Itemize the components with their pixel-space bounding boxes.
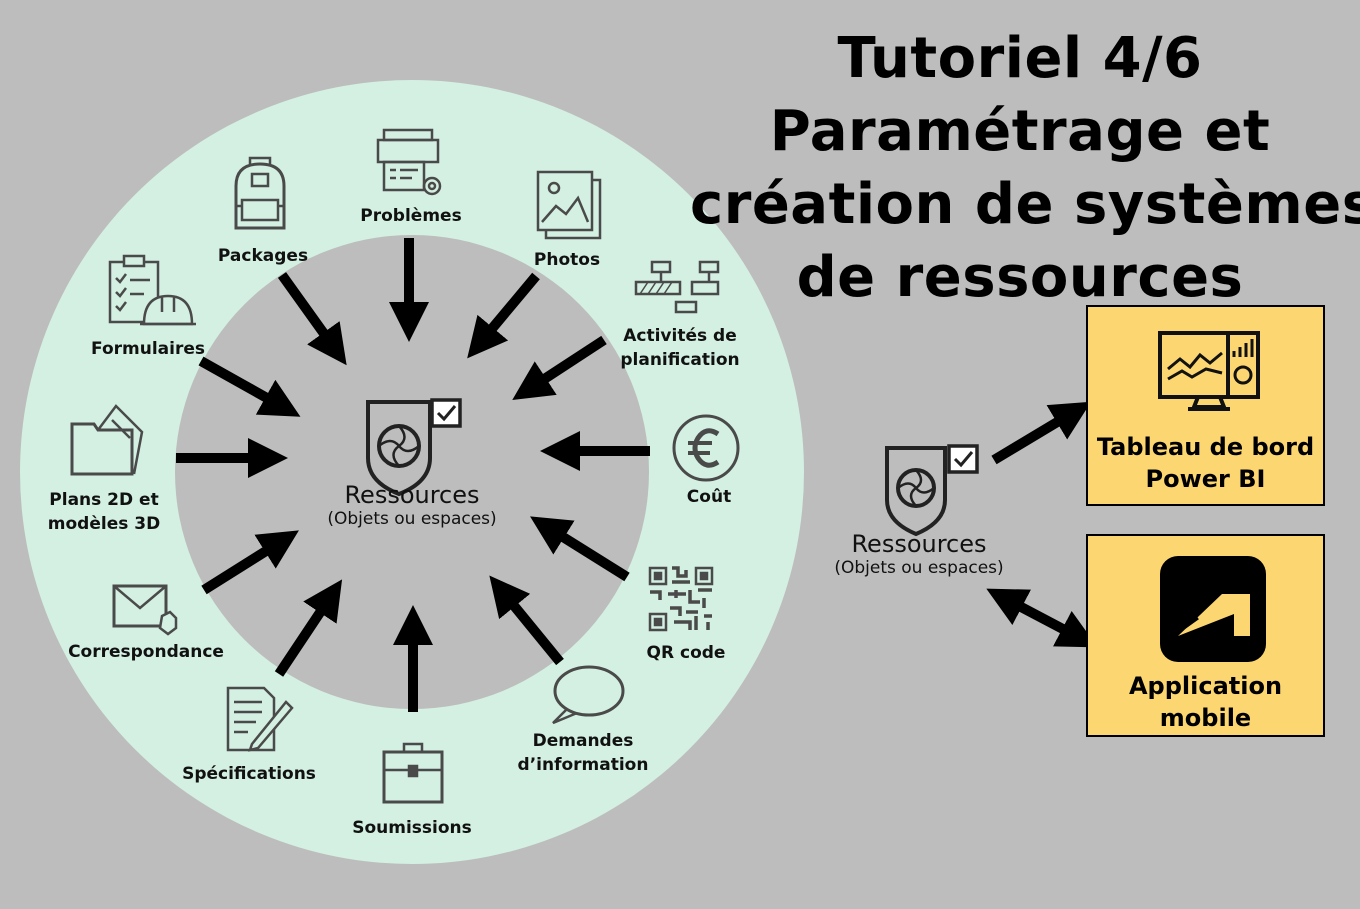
- photos-icon: [536, 170, 602, 240]
- label-plans-line-1: Plans 2D et: [49, 490, 159, 510]
- title-line-2: Paramétrage et: [769, 99, 1271, 164]
- label-activites: Activités de planification: [620, 324, 739, 372]
- label-plans-line-2: modèles 3D: [47, 514, 161, 534]
- dashboard-label-line-2: Power BI: [1145, 465, 1266, 493]
- schedule-gantt-icon: [634, 260, 720, 314]
- arrow-correspondance: [201, 530, 299, 595]
- arrow-qr: [530, 516, 630, 582]
- label-activites-line-1: Activités de: [623, 326, 737, 346]
- hub-title: Ressources: [344, 481, 480, 509]
- backpack-icon: [234, 156, 286, 230]
- arrow-to-dashboard: [991, 401, 1092, 465]
- mobile-app-card[interactable]: Application mobile: [1086, 534, 1325, 737]
- label-cout: Coût: [686, 487, 732, 507]
- label-packages: Packages: [217, 246, 309, 266]
- arrow-demandes: [489, 575, 564, 666]
- app-logo-icon: [1160, 556, 1266, 662]
- hub-subtitle: (Objets ou espaces): [327, 509, 497, 529]
- folder-icon: [70, 404, 144, 476]
- arrow-formulaires: [198, 356, 301, 417]
- right-resource-subtitle: (Objets ou espaces): [834, 558, 1004, 578]
- label-activites-line-2: planification: [620, 350, 740, 370]
- label-demandes-line-2: d’information: [517, 755, 649, 775]
- title-line-3: création de systèmes: [690, 172, 1360, 237]
- arrow-to-mobile: [986, 588, 1098, 648]
- mobile-app-label-line-2: mobile: [1159, 704, 1252, 732]
- issues-printer-icon: [376, 128, 442, 196]
- label-demandes: Demandes d’information: [518, 729, 649, 777]
- dashboard-label-line-1: Tableau de bord: [1096, 433, 1315, 461]
- label-correspondance: Correspondance: [68, 642, 224, 662]
- label-problemes: Problèmes: [360, 206, 462, 226]
- briefcase-icon: [382, 742, 444, 804]
- arrow-activites: [512, 335, 607, 400]
- monitor-chart-icon: [1158, 331, 1260, 411]
- asset-shield-icon-right: [885, 444, 979, 537]
- label-formulaires: Formulaires: [91, 339, 205, 359]
- hub-label: Ressources (Objets ou espaces): [327, 481, 496, 529]
- asset-shield-icon: [366, 398, 462, 497]
- right-resource-title: Ressources: [851, 530, 987, 558]
- label-specifications: Spécifications: [182, 764, 316, 784]
- arrow-packages: [277, 272, 347, 366]
- page-title: Tutoriel 4/6 Paramétrage et création de …: [690, 22, 1360, 314]
- euro-icon: [672, 414, 740, 482]
- label-plans: Plans 2D et modèles 3D: [48, 488, 160, 536]
- envelope-icon: [112, 584, 178, 636]
- title-line-4: de ressources: [796, 245, 1244, 310]
- label-qr: QR code: [646, 643, 726, 663]
- arrow-photos: [467, 272, 540, 359]
- mobile-app-label-line-1: Application: [1128, 672, 1283, 700]
- mobile-app-label: Application mobile: [1088, 670, 1323, 734]
- label-soumissions: Soumissions: [352, 818, 472, 838]
- dashboard-card[interactable]: Tableau de bord Power BI: [1086, 305, 1325, 506]
- title-line-1: Tutoriel 4/6: [837, 26, 1203, 91]
- checklist-helmet-icon: [108, 254, 196, 326]
- label-demandes-line-1: Demandes: [532, 731, 634, 751]
- label-photos: Photos: [533, 250, 601, 270]
- document-pen-icon: [226, 686, 294, 752]
- dashboard-label: Tableau de bord Power BI: [1088, 431, 1323, 495]
- arrow-specifications: [274, 579, 343, 677]
- qr-code-icon: [648, 566, 714, 632]
- speech-bubble-icon: [552, 665, 625, 725]
- right-resource-label: Ressources (Objets ou espaces): [834, 530, 1003, 578]
